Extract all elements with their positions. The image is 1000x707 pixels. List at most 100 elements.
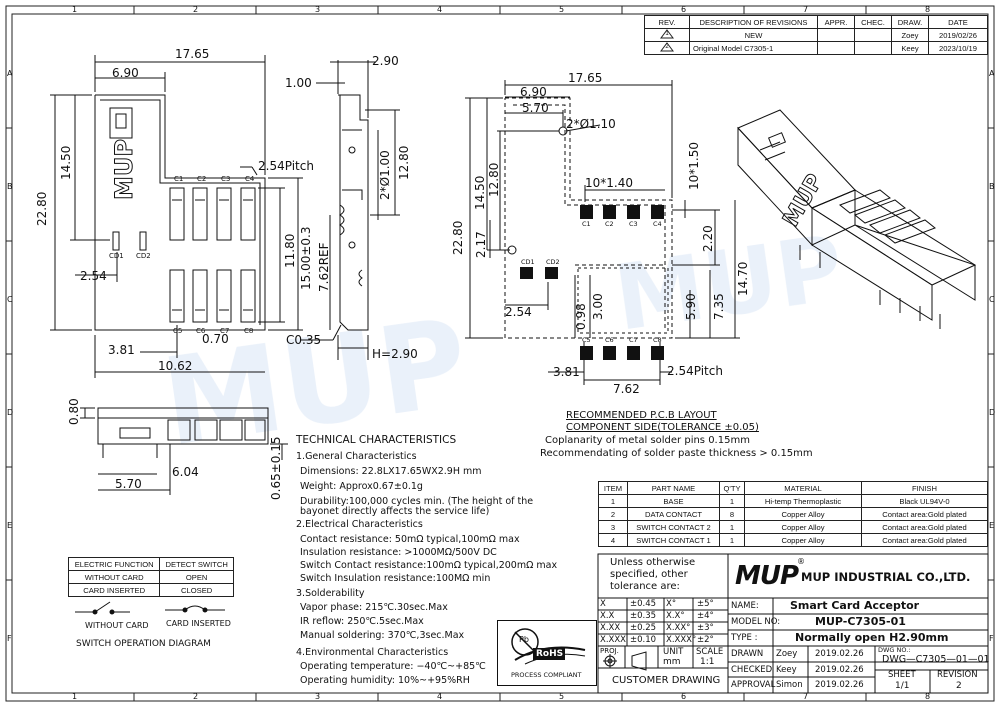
company-logo: MUP (735, 561, 799, 591)
contact-label-c4: C4 (245, 175, 255, 183)
tech-line: Switch Insulation resistance:100MΩ min (300, 573, 491, 584)
name-value: Smart Card Acceptor (790, 599, 920, 612)
zone-col-7-bottom: 7 (803, 692, 809, 701)
contact-label-c6: C6 (196, 327, 206, 335)
pcb-paste: Recommendating of solder paste thickness… (540, 448, 813, 459)
revision-row: 1 NEW Zoey 2019/02/26 (644, 28, 988, 42)
revision-table: REV. DESCRIPTION OF REVISIONS APPR. CHEC… (644, 15, 988, 55)
tech-title: TECHNICAL CHARACTERISTICS (296, 434, 457, 446)
revision-header-row: REV. DESCRIPTION OF REVISIONS APPR. CHEC… (644, 15, 988, 29)
dim-0-70: 0.70 (202, 332, 229, 346)
drawn-name: Zoey (776, 649, 798, 659)
pcb-dim-17-65: 17.65 (568, 71, 603, 85)
zone-col-8: 8 (925, 5, 931, 14)
zone-row-f-right: F (989, 634, 994, 643)
bom-row: 1 BASE 1 Hi-temp Thermoplastic Black UL9… (598, 494, 988, 508)
switch-without-label: WITHOUT CARD (85, 621, 149, 630)
dwg-label: DWG NO.: (878, 646, 911, 654)
zone-col-4-bottom: 4 (437, 692, 443, 701)
zone-row-e-right: E (989, 521, 995, 530)
sheet-value: 1/1 (895, 681, 910, 691)
company-name: MUP INDUSTRIAL CO.,LTD. (801, 570, 971, 584)
tech-line: Vapor phase: 215℃.30sec.Max (300, 602, 448, 613)
tol-x-deg: X° (666, 599, 677, 609)
tolerance-note-line2: specified, other (610, 569, 688, 580)
zone-col-3-bottom: 3 (315, 692, 321, 701)
side-dim-c0-35: C0.35 (286, 333, 322, 347)
zone-row-a-right: A (989, 69, 995, 78)
side-dim-2-90: 2.90 (372, 54, 399, 68)
switch-row: CARD INSERTED CLOSED (67, 583, 234, 597)
pcb-dim-5-70: 5.70 (522, 101, 549, 115)
tol-xx: X.X (600, 611, 615, 621)
contact-label-c2: C2 (197, 175, 207, 183)
pcb-layout-title: RECOMMENDED P.C.B LAYOUT (566, 410, 717, 421)
zone-row-c-right: C (989, 295, 995, 304)
tech-line: 3.Solderability (296, 588, 365, 599)
zone-col-6: 6 (681, 5, 687, 14)
bom-row: 4 SWITCH CONTACT 1 1 Copper Alloy Contac… (598, 533, 988, 547)
side-dim-1-00: 1.00 (285, 76, 312, 90)
contact-label-c5: C5 (173, 327, 183, 335)
zone-col-4: 4 (437, 5, 443, 14)
tech-line: Weight: Approx0.67±0.1g (300, 481, 423, 492)
zone-col-6-bottom: 6 (681, 692, 687, 701)
tech-line: 2.Electrical Characteristics (296, 519, 423, 530)
switch-diagram-caption: SWITCH OPERATION DIAGRAM (76, 639, 211, 649)
name-label: NAME: (731, 601, 759, 611)
tech-line: bayonet directly affects the service lif… (300, 506, 490, 517)
approval-label: APPROVAL (731, 680, 776, 690)
registered-mark: ® (797, 557, 805, 566)
revision-date: 2023/10/19 (928, 41, 988, 55)
pcb-dim-3-81: 3.81 (553, 365, 580, 379)
svg-text:MUP: MUP (110, 139, 138, 200)
tol-xxxx-deg: X.XXX° (666, 635, 697, 645)
pcb-dim-hole: 2*Ø1.10 (566, 117, 616, 131)
tolerance-note-line1: Unless otherwise (610, 557, 696, 568)
contact-label-c1: C1 (174, 175, 184, 183)
zone-row-d-right: D (989, 408, 996, 417)
pad-label-cd1: CD1 (521, 258, 535, 266)
tol-xxxx-val: ±0.10 (630, 635, 657, 645)
revision-row: 2 Original Model C7305-1 Keey 2023/10/19 (644, 41, 988, 55)
tech-line: Operating humidity: 10%~+95%RH (300, 675, 470, 686)
tol-x: X (600, 599, 606, 609)
pcb-coplanarity: Coplanarity of metal solder pins 0.15mm (545, 435, 750, 446)
zone-col-1: 1 (72, 5, 78, 14)
checked-name: Keey (776, 665, 797, 675)
zone-row-c: C (7, 295, 13, 304)
dim-10-62: 10.62 (158, 359, 193, 373)
proj-label: PROJ. (600, 647, 619, 655)
zone-col-7: 7 (803, 5, 809, 14)
dim-3-81: 3.81 (108, 343, 135, 357)
bom-material: Copper Alloy (744, 533, 862, 547)
pcb-dim-pad-pitch: 10*1.40 (585, 176, 633, 190)
cd1-label: CD1 (109, 252, 124, 260)
zone-col-1-bottom: 1 (72, 692, 78, 701)
pcb-dim-pitch: 2.54Pitch (667, 364, 723, 378)
tol-x-deg-val: ±5° (697, 599, 714, 609)
tech-line: Durability:100,000 cycles min. (The heig… (300, 496, 534, 507)
scale-label: SCALE (696, 647, 724, 657)
type-value: Normally open H2.90mm (795, 631, 949, 644)
dim-6-90: 6.90 (112, 66, 139, 80)
zone-row-b-right: B (989, 182, 995, 191)
dwg-value: DWG—C7305—01—01 (882, 654, 990, 665)
model-label: MODEL NO: (731, 617, 781, 627)
zone-row-f: F (7, 634, 12, 643)
drawn-date: 2019.02.26 (815, 649, 864, 659)
pad-label-c5: C5 (582, 336, 591, 344)
pcb-dim-2-54: 2.54 (505, 305, 532, 319)
zone-row-d: D (7, 408, 14, 417)
switch-inserted-label: CARD INSERTED (166, 619, 231, 628)
switch-row-function: CARD INSERTED (67, 583, 161, 597)
bom-row: 3 SWITCH CONTACT 2 1 Copper Alloy Contac… (598, 520, 988, 534)
revision-triangle-icon: 1 (660, 29, 674, 39)
